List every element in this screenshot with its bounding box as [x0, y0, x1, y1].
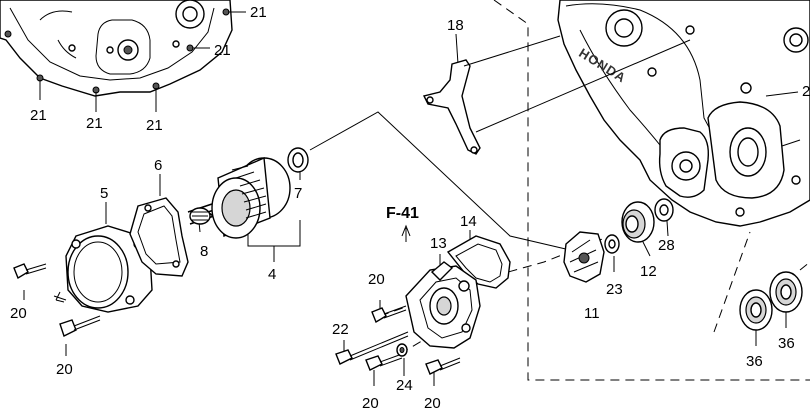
bearing-36-b — [769, 271, 803, 313]
label-20-a: 20 — [10, 305, 27, 322]
left-cover-bolt-points — [4, 8, 230, 94]
impeller-11 — [563, 231, 605, 283]
oil-filter-4 — [211, 156, 291, 239]
bolt-20-e — [425, 357, 461, 375]
label-20-d: 20 — [362, 395, 379, 412]
left-engine-cover — [0, 0, 233, 97]
label-2: 2 — [802, 83, 810, 100]
filter-to-cover-leader — [309, 111, 571, 251]
label-13: 13 — [430, 235, 447, 252]
label-7: 7 — [294, 185, 302, 202]
oil-seal-28 — [654, 198, 674, 222]
bolt-22 — [335, 331, 409, 365]
label-20-e: 20 — [424, 395, 441, 412]
gasket-6 — [129, 197, 189, 277]
label-24: 24 — [396, 377, 413, 394]
bolt-20-c — [371, 305, 407, 324]
label-21-a: 21 — [250, 4, 267, 21]
label-21-d: 21 — [86, 115, 103, 132]
label-6: 6 — [154, 157, 162, 174]
label-36-b: 36 — [778, 335, 795, 352]
oil-filter-cover-5 — [53, 225, 153, 313]
label-21-e: 21 — [146, 117, 163, 134]
bolt-20-b — [59, 315, 101, 337]
label-8: 8 — [200, 243, 208, 260]
left-cover-leaders — [39, 11, 246, 112]
label-5: 5 — [100, 185, 108, 202]
label-23: 23 — [606, 281, 623, 298]
label-22: 22 — [332, 321, 349, 338]
label-11: 11 — [584, 305, 600, 322]
water-pump-cover-13 — [405, 261, 481, 349]
bearing-leaders — [713, 231, 810, 346]
o-ring-7 — [287, 147, 309, 173]
label-36-a: 36 — [746, 353, 763, 370]
washer-24 — [396, 343, 408, 357]
bracket-18 — [422, 33, 481, 155]
label-4: 4 — [268, 266, 276, 283]
label-28: 28 — [658, 237, 675, 254]
label-18: 18 — [447, 17, 464, 34]
label-20-c: 20 — [368, 271, 385, 288]
washer-23 — [604, 234, 620, 254]
bolt-20-a — [13, 263, 47, 280]
label-21-c: 21 — [30, 107, 47, 124]
mechanical-seal-12 — [621, 201, 655, 243]
bearing-36-a — [739, 289, 773, 331]
right-assembly-boundary — [493, 0, 810, 381]
label-12: 12 — [640, 263, 657, 280]
reference-f41: F-41 — [386, 205, 419, 222]
bolt-20-d — [365, 353, 403, 371]
label-20-b: 20 — [56, 361, 73, 378]
right-crankcase-cover: HONDA — [557, 0, 810, 227]
label-14: 14 — [460, 213, 477, 230]
label-21-b: 21 — [214, 42, 231, 59]
spring-8 — [187, 203, 215, 225]
